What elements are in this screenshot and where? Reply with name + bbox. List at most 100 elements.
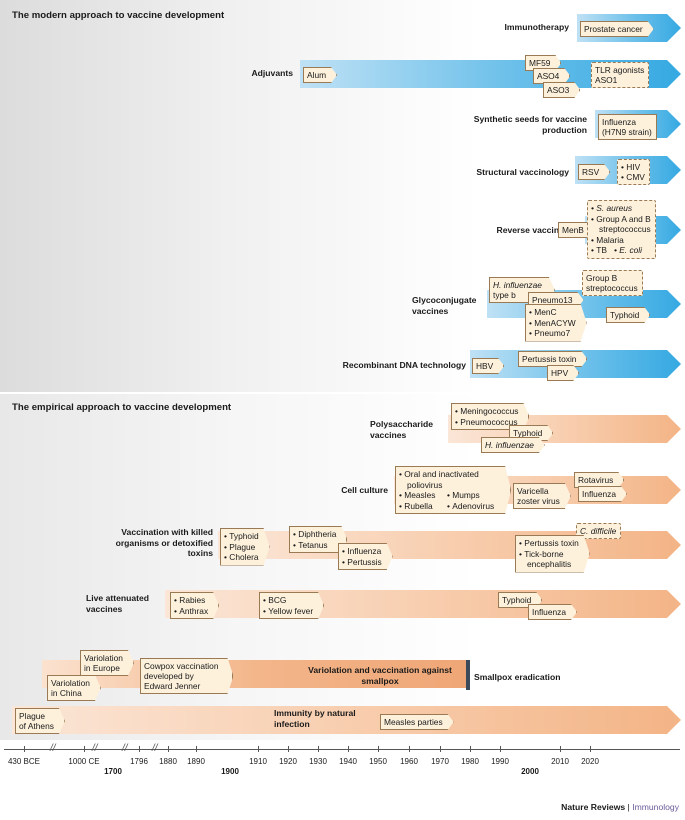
structural-label: Structural vaccinology — [476, 167, 569, 177]
tag-group-b-text: Group B — [586, 273, 618, 283]
glycoconjugate-label-text: Glycoconjugate vaccines — [412, 295, 477, 316]
tag-menacyw-text: MenACYW — [529, 318, 576, 329]
tag-encephalitis-text: encephalitis — [527, 559, 572, 569]
axis-break-2: // — [92, 743, 98, 754]
tag-group-b-strep-text: streptococcus — [586, 283, 638, 293]
axis-tick — [378, 746, 379, 752]
tag-oral-polio-text: Oral and inactivated — [399, 469, 494, 480]
tag-pertussis-toxin-text: Pertussis toxin — [519, 538, 579, 549]
axis-tick — [590, 746, 591, 752]
smallpox-eradication-barrier — [466, 660, 470, 690]
recombinant-label: Recombinant DNA technology — [342, 360, 466, 370]
tag-plague-athens-text: Plague — [19, 711, 46, 721]
axis-tick — [24, 746, 25, 752]
adjuvants-label: Adjuvants — [251, 68, 293, 78]
axis-tick-label: 1000 CE — [68, 757, 100, 766]
live-attenuated-label: Live attenuated vaccines — [86, 593, 150, 614]
tag-poliovirus-text: poliovirus — [407, 479, 443, 490]
tag-bcg-yellow-fever: BCG Yellow fever — [259, 592, 324, 619]
tag-measles-text: Measles — [399, 490, 447, 501]
tag-tb-text: TB — [591, 245, 607, 255]
axis-tick-label: 1880 — [159, 757, 177, 766]
tag-group-ab-text: Group A and B — [591, 214, 650, 225]
axis-tick-label: 1940 — [339, 757, 357, 766]
axis-tick-label: 1910 — [249, 757, 267, 766]
natural-infection-arrow — [12, 706, 681, 734]
tag-developed-by-text: developed by — [144, 671, 194, 681]
tag-variolation-china: Variolation in China — [47, 675, 101, 701]
tag-of-athens-text: of Athens — [19, 721, 54, 731]
tag-measles-parties: Measles parties — [380, 714, 454, 730]
tag-anthrax-text: Anthrax — [174, 606, 208, 617]
empirical-approach-panel: The empirical approach to vaccine develo… — [0, 394, 685, 740]
axis-tick-label: 1930 — [309, 757, 327, 766]
tag-rabies-anthrax: Rabies Anthrax — [170, 592, 219, 619]
live-attenuated-arrow — [165, 590, 681, 618]
tag-influenza-h7n9: Influenza (H7N9 strain) — [598, 114, 657, 140]
tag-hbv: HBV — [472, 358, 504, 374]
modern-section-title: The modern approach to vaccine developme… — [12, 10, 225, 21]
timeline-axis — [4, 749, 680, 750]
tag-in-china-text: in China — [51, 688, 82, 698]
tag-plague-text: Plague — [224, 542, 259, 553]
tag-c-difficile: C. difficile — [576, 523, 622, 539]
natural-infection-label: Immunity by natural infection — [274, 708, 356, 729]
axis-tick — [560, 746, 561, 752]
reverse-vaccinology-label: Reverse vaccinology — [496, 225, 582, 235]
tag-tick-borne-text: Tick-borne — [519, 549, 579, 560]
immunotherapy-label: Immunotherapy — [504, 22, 569, 32]
axis-tick — [196, 746, 197, 752]
tag-plague-athens: Plague of Athens — [15, 708, 65, 734]
tag-rotavirus: Rotavirus — [574, 472, 624, 488]
tag-malaria-text: Malaria — [591, 235, 651, 246]
tag-tlr-agonists: TLR agonists ASO1 — [591, 62, 650, 88]
tag-tlr-agonists-text: TLR agonists — [595, 65, 645, 75]
tag-bcg-text: BCG — [263, 595, 313, 606]
tag-s-aureus-text: S. aureus — [591, 203, 651, 214]
tag-influenza-cell: Influenza — [578, 486, 627, 502]
axis-tick — [318, 746, 319, 752]
tag-jenner-text: Edward Jenner — [144, 681, 201, 691]
axis-major-label: 2000 — [521, 767, 539, 776]
tag-influenza-text: Influenza — [602, 117, 636, 127]
tag-hiv-cmv: HIV CMV — [617, 159, 650, 185]
tag-typhoid-plague-cholera: Typhoid Plague Cholera — [220, 528, 270, 566]
tag-variolation-china-text: Variolation — [51, 678, 90, 688]
tag-pertussis-toxin-recombinant: Pertussis toxin — [518, 351, 587, 367]
tag-meningococcus-text: Meningococcus — [455, 406, 518, 417]
axis-tick — [258, 746, 259, 752]
tag-aso3: ASO3 — [543, 82, 580, 98]
tag-prostate-cancer: Prostate cancer — [580, 21, 654, 37]
axis-tick — [139, 746, 140, 752]
tag-rubella-text: Rubella — [399, 501, 447, 512]
tag-mumps-text: Mumps — [447, 490, 480, 500]
tag-cell-culture-main: Oral and inactivated poliovirus MeaslesM… — [395, 466, 511, 514]
tag-type-b-text: type b — [493, 290, 516, 300]
axis-tick-label: 1990 — [491, 757, 509, 766]
modern-approach-panel: The modern approach to vaccine developme… — [0, 0, 685, 392]
tag-variolation-europe-text: Variolation — [84, 653, 123, 663]
tag-cholera-text: Cholera — [224, 552, 259, 563]
tag-typhoid-killed-text: Typhoid — [224, 531, 259, 542]
axis-break-4: // — [152, 743, 158, 754]
tag-typhoid-glyco: Typhoid — [606, 307, 650, 323]
tag-hiv-text: HIV — [621, 162, 645, 172]
tag-yellow-fever-text: Yellow fever — [263, 606, 313, 617]
tag-varicella-text: Varicella — [517, 486, 549, 496]
axis-break-3: // — [122, 743, 128, 754]
tag-men-pneumo: MenC MenACYW Pneumo7 — [525, 304, 587, 342]
tag-adenovirus-text: Adenovirus — [447, 501, 494, 511]
axis-tick — [470, 746, 471, 752]
tag-aso1-text: ASO1 — [595, 75, 618, 85]
tag-e-coli-text: E. coli — [614, 245, 642, 255]
axis-tick — [168, 746, 169, 752]
tag-influenza-pertussis: Influenza Pertussis — [338, 543, 393, 570]
tag-aso4: ASO4 — [533, 68, 570, 84]
glycoconjugate-label: Glycoconjugate vaccines — [412, 295, 482, 316]
axis-tick — [288, 746, 289, 752]
tag-influenza-killed-text: Influenza — [342, 546, 382, 557]
footer-journal: Immunology — [632, 802, 679, 812]
tag-zoster-text: zoster virus — [517, 496, 560, 506]
axis-tick-label: 1950 — [369, 757, 387, 766]
axis-tick-label: 430 BCE — [7, 757, 41, 766]
